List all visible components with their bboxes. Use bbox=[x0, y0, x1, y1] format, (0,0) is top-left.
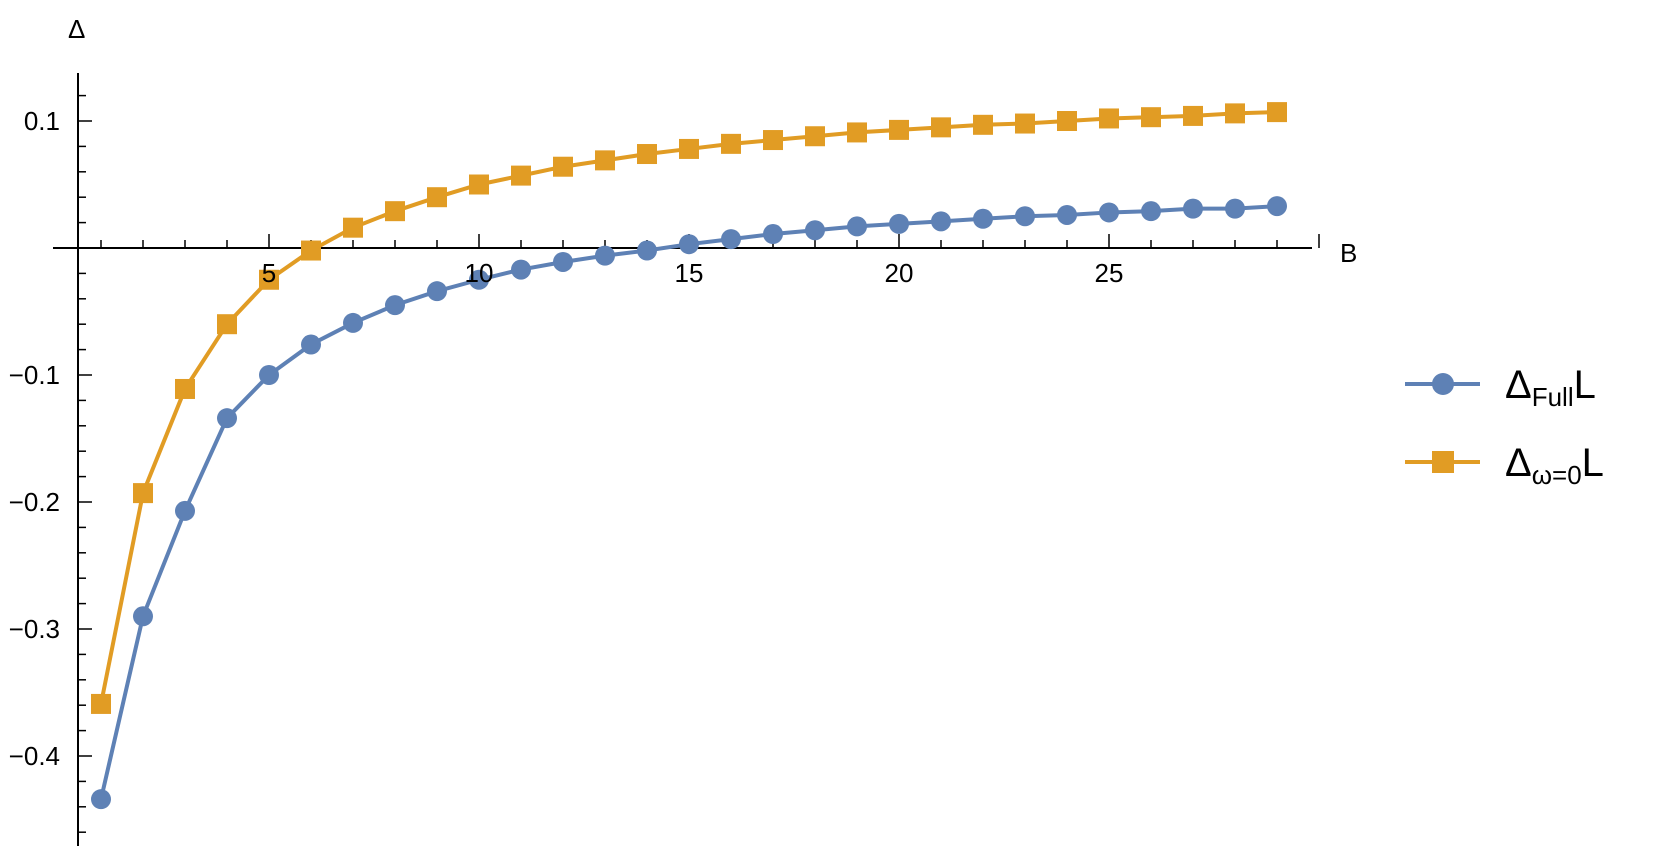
data-point bbox=[469, 269, 489, 290]
x-tick-label: 20 bbox=[885, 258, 914, 288]
data-point bbox=[133, 483, 153, 504]
data-point bbox=[1267, 102, 1287, 123]
data-point bbox=[637, 144, 657, 165]
series-full bbox=[91, 196, 1287, 810]
data-point bbox=[343, 312, 363, 333]
data-point bbox=[931, 117, 951, 138]
data-point bbox=[385, 295, 405, 316]
data-point bbox=[1057, 111, 1077, 131]
data-point bbox=[721, 229, 741, 250]
series-line bbox=[99, 110, 1278, 705]
data-point bbox=[1099, 108, 1119, 129]
legend-label: ΔFullL bbox=[1505, 363, 1596, 412]
data-point bbox=[721, 133, 741, 154]
data-point bbox=[259, 365, 279, 385]
data-point bbox=[805, 126, 825, 147]
y-tick-label: −0.2 bbox=[9, 487, 60, 517]
data-point bbox=[1141, 201, 1161, 222]
data-point bbox=[511, 165, 531, 186]
legend-tail: L bbox=[1574, 363, 1596, 407]
legend-subscript: ω=0 bbox=[1532, 460, 1582, 490]
data-point bbox=[217, 314, 237, 335]
data-point bbox=[175, 378, 195, 399]
data-point bbox=[1183, 198, 1203, 219]
y-tick-label: −0.1 bbox=[9, 360, 60, 390]
axes bbox=[53, 73, 1320, 846]
data-point bbox=[1057, 204, 1077, 225]
data-point bbox=[427, 281, 447, 302]
data-point bbox=[679, 234, 699, 255]
data-point bbox=[259, 269, 279, 290]
data-point bbox=[1225, 198, 1245, 219]
data-point bbox=[805, 220, 825, 241]
x-tick-label: 25 bbox=[1095, 258, 1124, 288]
data-point bbox=[847, 216, 867, 237]
data-point bbox=[553, 251, 573, 272]
data-point bbox=[91, 693, 111, 714]
data-point bbox=[91, 789, 111, 810]
legend-main: Δ bbox=[1505, 363, 1532, 407]
data-point bbox=[217, 408, 237, 429]
data-point bbox=[1225, 103, 1245, 124]
data-point bbox=[301, 334, 321, 355]
y-tick-label: 0.1 bbox=[24, 106, 60, 136]
data-point bbox=[1099, 202, 1119, 223]
data-point bbox=[1141, 107, 1161, 128]
data-point bbox=[469, 174, 489, 195]
data-point bbox=[553, 156, 573, 177]
data-point bbox=[763, 224, 783, 245]
data-point bbox=[595, 245, 615, 266]
y-axis-label: Δ bbox=[68, 14, 85, 44]
data-point bbox=[1183, 105, 1203, 126]
data-point bbox=[511, 259, 531, 280]
data-point bbox=[595, 150, 615, 171]
series-group bbox=[91, 102, 1287, 810]
legend-marker-circle bbox=[1432, 373, 1454, 395]
x-tick-label: 15 bbox=[675, 258, 704, 288]
x-tick-label: 10 bbox=[465, 258, 494, 288]
y-tick-label: −0.4 bbox=[9, 741, 60, 771]
data-point bbox=[847, 122, 867, 143]
data-point bbox=[301, 240, 321, 261]
tick-labels: 5 10 15 20 25 0.1 −0.1 −0.2 −0.3 −0.4 bbox=[9, 106, 1124, 771]
data-point bbox=[175, 500, 195, 521]
data-point bbox=[133, 606, 153, 627]
legend-marker-square bbox=[1432, 451, 1454, 473]
legend-item: Δω=0L bbox=[1405, 441, 1604, 490]
data-point bbox=[763, 130, 783, 151]
data-point bbox=[1015, 113, 1035, 134]
legend-label: Δω=0L bbox=[1505, 441, 1604, 490]
data-point bbox=[427, 187, 447, 208]
data-point bbox=[1267, 196, 1287, 217]
series-line bbox=[99, 204, 1278, 800]
data-point bbox=[889, 213, 909, 234]
data-point bbox=[637, 240, 657, 261]
data-point bbox=[973, 208, 993, 229]
data-point bbox=[931, 211, 951, 232]
x-tick-label: 5 bbox=[262, 258, 276, 288]
y-tick-label: −0.3 bbox=[9, 614, 60, 644]
data-point bbox=[1015, 206, 1035, 227]
data-point bbox=[889, 119, 909, 140]
data-point bbox=[343, 217, 363, 238]
legend-main: Δ bbox=[1505, 441, 1532, 485]
legend-tail: L bbox=[1582, 441, 1604, 485]
data-point bbox=[385, 201, 405, 222]
data-point bbox=[973, 114, 993, 135]
data-point bbox=[679, 138, 699, 159]
series-omega0 bbox=[91, 102, 1287, 714]
legend-item: ΔFullL bbox=[1405, 363, 1596, 412]
x-axis-label: B bbox=[1340, 238, 1357, 268]
legend-subscript: Full bbox=[1532, 382, 1574, 412]
